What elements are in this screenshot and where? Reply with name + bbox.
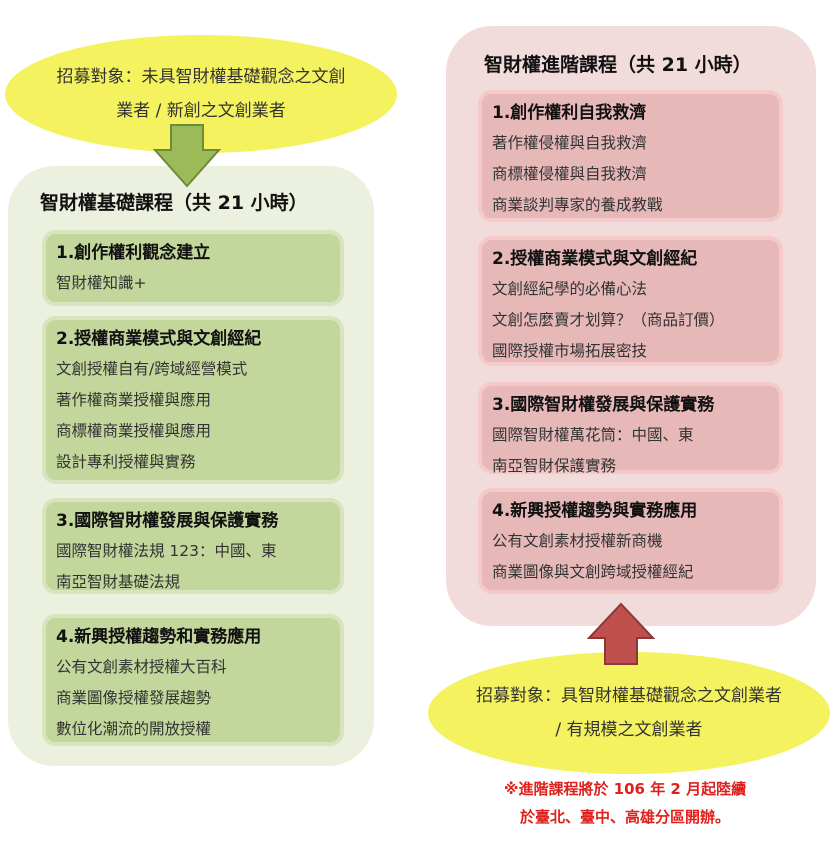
basic-module-3: 3.國際智財權發展與保護實務 國際智財權法規 123：中國、東 南亞智財基礎法規 xyxy=(42,498,344,594)
module-item: 文創怎麼賣才划算？（商品訂價） xyxy=(492,311,725,329)
advanced-audience-line: 招募對象：具智財權基礎觀念之文創業者 xyxy=(476,686,782,706)
advanced-module-3: 3.國際智財權發展與保護實務 國際智財權萬花筒：中國、東 南亞智財保護實務 xyxy=(478,382,783,475)
module-title: 2.授權商業模式與文創經紀 xyxy=(492,249,698,269)
module-item: 國際智財權法規 123：中國、東 xyxy=(56,542,277,560)
advanced-module-2: 2.授權商業模式與文創經紀 文創經紀學的必備心法 文創怎麼賣才划算？（商品訂價）… xyxy=(478,236,783,366)
module-item: 設計專利授權與實務 xyxy=(56,453,196,471)
advanced-note-line: ※進階課程將於 106 年 2 月起陸續 xyxy=(503,780,747,798)
module-item: 商標權侵權與自我救濟 xyxy=(492,165,648,183)
module-item: 商業圖像授權發展趨勢 xyxy=(56,689,212,707)
advanced-note-line: 於臺北、臺中、高雄分區開辦。 xyxy=(519,808,730,826)
advanced-module-4: 4.新興授權趨勢與實務應用 公有文創素材授權新商機 商業圖像與文創跨域授權經紀 xyxy=(478,488,783,594)
module-item: 商標權商業授權與應用 xyxy=(56,422,212,440)
advanced-audience-bubble: 招募對象：具智財權基礎觀念之文創業者 / 有規模之文創業者 xyxy=(428,652,830,774)
module-item: 著作權侵權與自我救濟 xyxy=(492,134,648,152)
module-title: 4.新興授權趨勢和實務應用 xyxy=(56,627,262,647)
module-item: 公有文創素材授權大百科 xyxy=(56,658,227,676)
module-item: 國際智財權萬花筒：中國、東 xyxy=(492,426,694,444)
module-item: 數位化潮流的開放授權 xyxy=(56,720,212,738)
module-title: 1.創作權利觀念建立 xyxy=(56,243,211,263)
module-title: 1.創作權利自我救濟 xyxy=(492,103,647,123)
basic-module-1: 1.創作權利觀念建立 智財權知識+ xyxy=(42,230,344,306)
basic-audience-line: 業者 / 新創之文創業者 xyxy=(116,101,286,121)
module-title: 4.新興授權趨勢與實務應用 xyxy=(492,501,698,521)
module-item: 公有文創素材授權新商機 xyxy=(492,532,663,550)
module-item: 商業圖像與文創跨域授權經紀 xyxy=(492,563,694,581)
module-item: 南亞智財基礎法規 xyxy=(56,573,181,591)
module-item: 文創授權自有/跨域經營模式 xyxy=(56,360,248,378)
basic-module-4: 4.新興授權趨勢和實務應用 公有文創素材授權大百科 商業圖像授權發展趨勢 數位化… xyxy=(42,614,344,746)
module-title: 2.授權商業模式與文創經紀 xyxy=(56,329,262,349)
advanced-module-1: 1.創作權利自我救濟 著作權侵權與自我救濟 商標權侵權與自我救濟 商業談判專家的… xyxy=(478,90,783,222)
down-arrow-icon xyxy=(152,124,222,188)
basic-course-title: 智財權基礎課程（共 21 小時） xyxy=(40,192,308,214)
module-item: 南亞智財保護實務 xyxy=(492,457,617,475)
module-title: 3.國際智財權發展與保護實務 xyxy=(56,511,279,531)
module-title: 3.國際智財權發展與保護實務 xyxy=(492,395,715,415)
advanced-audience-line: / 有規模之文創業者 xyxy=(555,720,703,740)
up-arrow-icon xyxy=(586,602,656,665)
advanced-course-title: 智財權進階課程（共 21 小時） xyxy=(484,54,752,76)
module-item: 國際授權市場拓展密技 xyxy=(492,342,648,360)
module-item: 商業談判專家的養成教戰 xyxy=(492,196,663,214)
module-item: 著作權商業授權與應用 xyxy=(56,391,212,409)
module-item: 智財權知識+ xyxy=(56,274,147,292)
module-item: 文創經紀學的必備心法 xyxy=(492,280,648,298)
basic-audience-line: 招募對象：未具智財權基礎觀念之文創 xyxy=(56,67,346,87)
advanced-course-panel: 智財權進階課程（共 21 小時） 1.創作權利自我救濟 著作權侵權與自我救濟 商… xyxy=(446,26,816,626)
basic-course-panel: 智財權基礎課程（共 21 小時） 1.創作權利觀念建立 智財權知識+ 2.授權商… xyxy=(8,166,374,766)
basic-module-2: 2.授權商業模式與文創經紀 文創授權自有/跨域經營模式 著作權商業授權與應用 商… xyxy=(42,316,344,484)
